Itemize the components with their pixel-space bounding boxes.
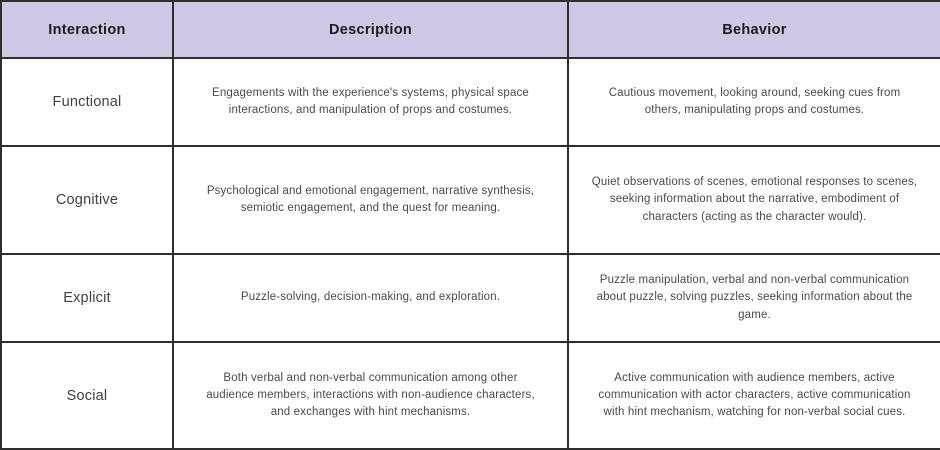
cell-behavior: Puzzle manipulation, verbal and non-verb… (567, 253, 940, 343)
cell-interaction: Explicit (0, 253, 174, 343)
cell-interaction: Functional (0, 57, 174, 147)
column-header-interaction: Interaction (0, 0, 174, 59)
table-row-social: Social Both verbal and non-verbal commun… (0, 341, 940, 450)
cell-behavior: Quiet observations of scenes, emotional … (567, 145, 940, 255)
table-header-row: Interaction Description Behavior (0, 0, 940, 59)
cell-description: Psychological and emotional engagement, … (172, 145, 569, 255)
cell-description: Puzzle-solving, decision-making, and exp… (172, 253, 569, 343)
table-row-cognitive: Cognitive Psychological and emotional en… (0, 145, 940, 255)
cell-description: Both verbal and non-verbal communication… (172, 341, 569, 450)
cell-behavior: Cautious movement, looking around, seeki… (567, 57, 940, 147)
cell-description: Engagements with the experience's system… (172, 57, 569, 147)
table-row-functional: Functional Engagements with the experien… (0, 57, 940, 147)
cell-interaction: Cognitive (0, 145, 174, 255)
table-row-explicit: Explicit Puzzle-solving, decision-making… (0, 253, 940, 343)
cell-interaction: Social (0, 341, 174, 450)
column-header-description: Description (172, 0, 569, 59)
cell-behavior: Active communication with audience membe… (567, 341, 940, 450)
column-header-behavior: Behavior (567, 0, 940, 59)
